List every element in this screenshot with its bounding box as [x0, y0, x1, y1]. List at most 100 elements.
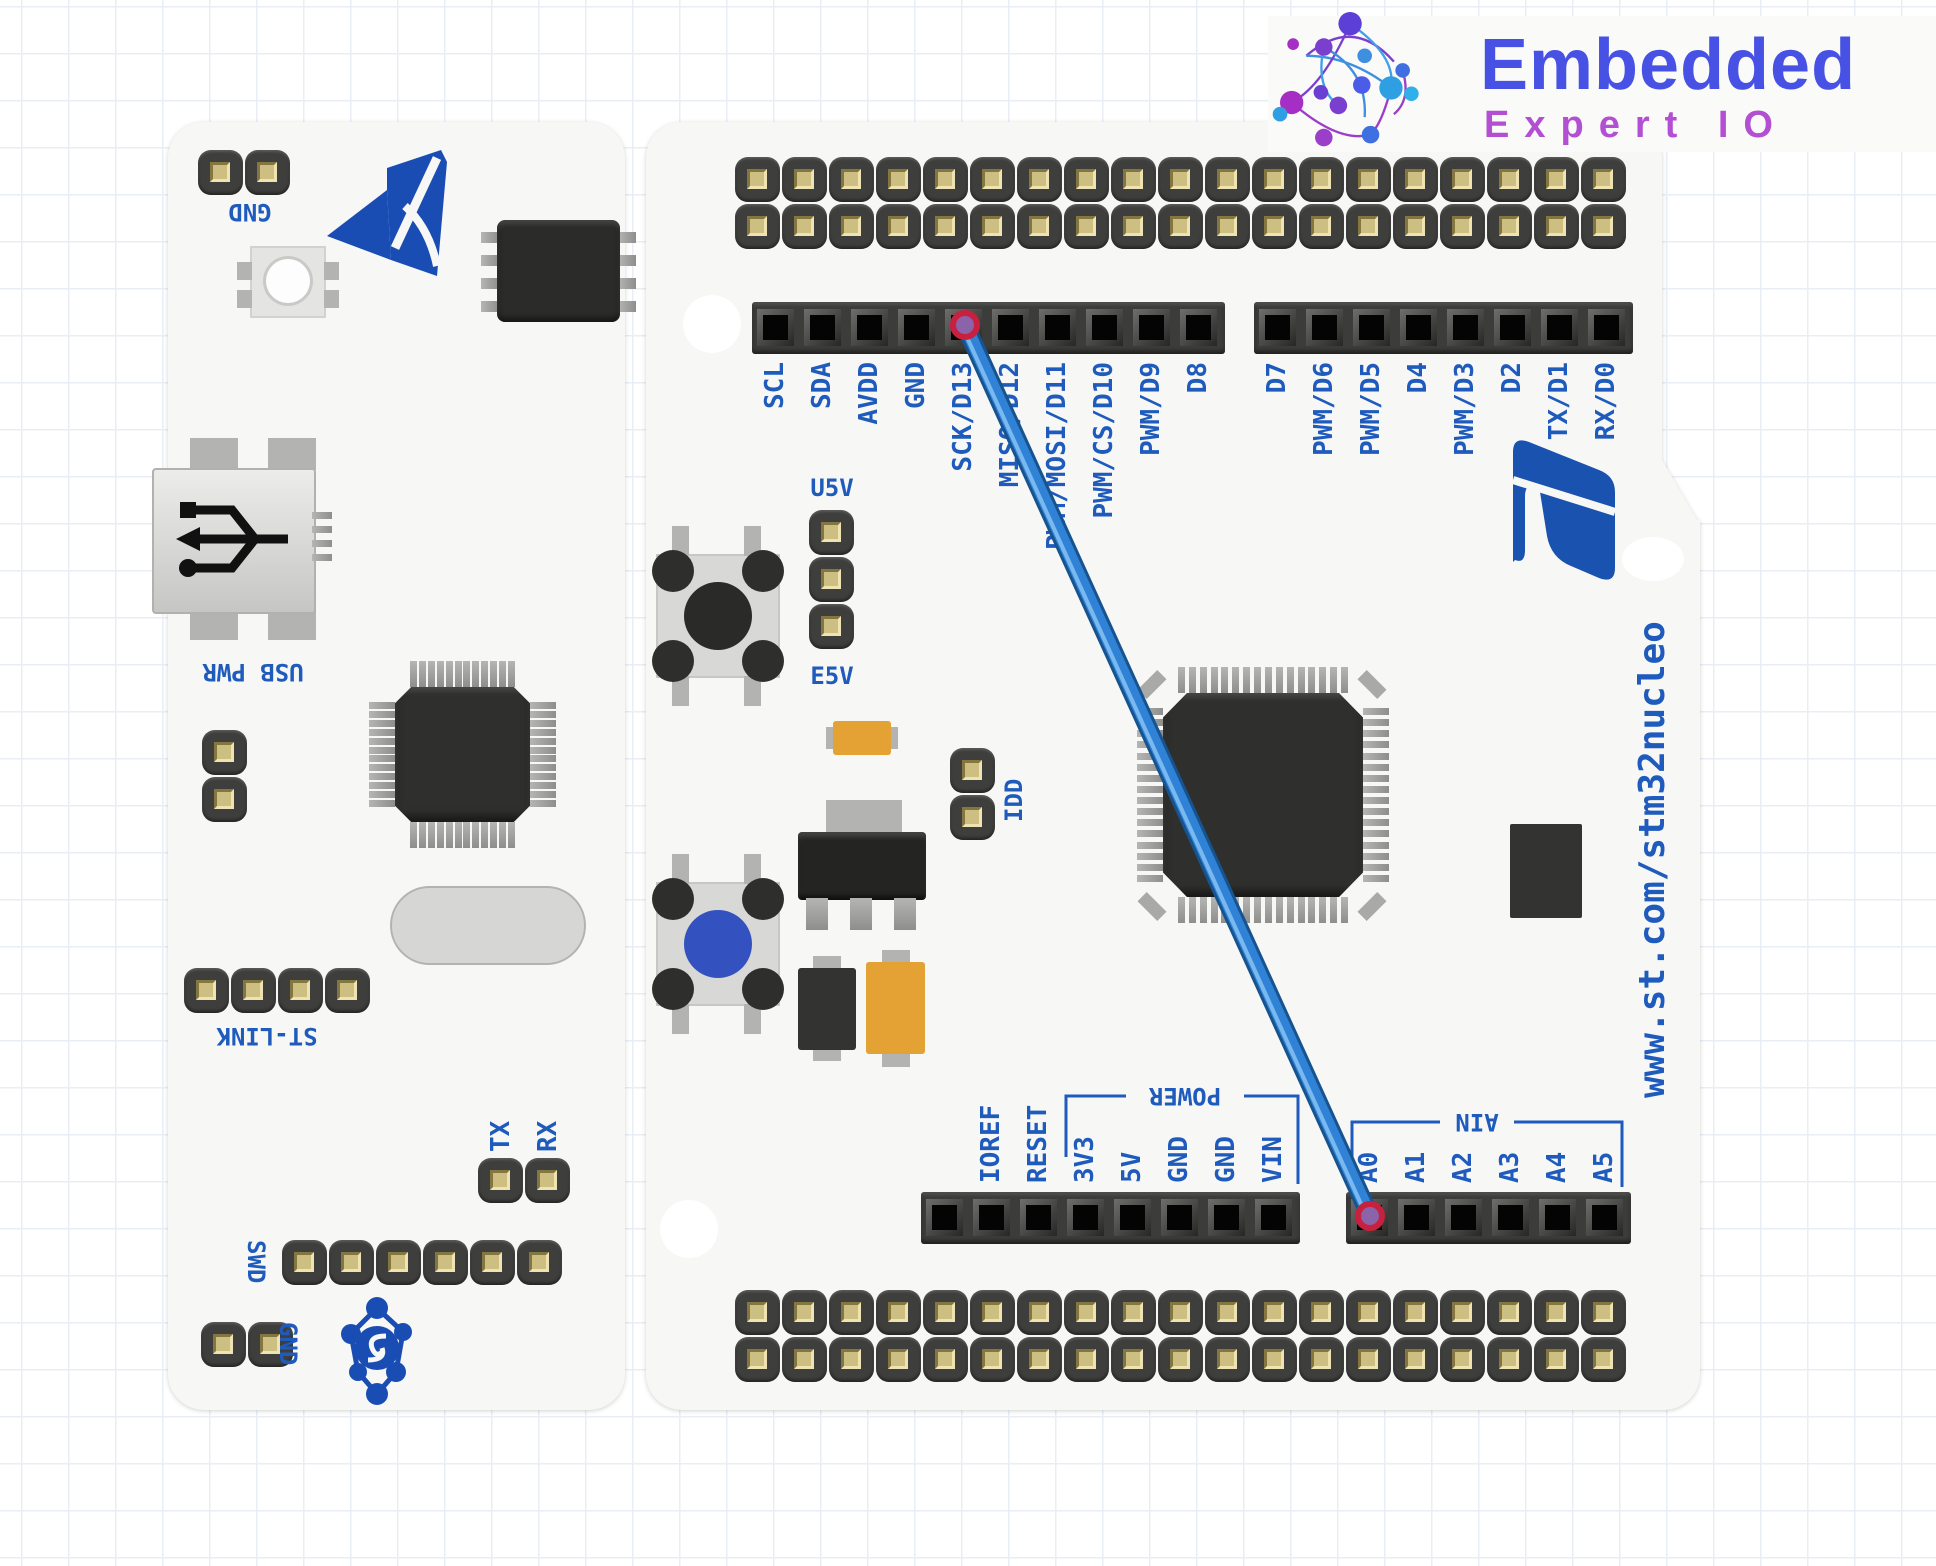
morpho-header-bottom-pin[interactable] — [1487, 1337, 1532, 1382]
morpho-header-top-pin[interactable] — [829, 204, 874, 249]
morpho-header-bottom-pin[interactable] — [782, 1290, 827, 1335]
gnd-top-header-pin[interactable] — [198, 150, 243, 195]
morpho-header-top-pin[interactable] — [1252, 204, 1297, 249]
u5v-e5v-header-pin[interactable] — [809, 510, 854, 555]
morpho-header-bottom-pin[interactable] — [782, 1337, 827, 1382]
morpho-header-top-pin[interactable] — [1487, 157, 1532, 202]
digital-header-left-pin[interactable] — [1133, 309, 1170, 346]
morpho-header-top-pin[interactable] — [1534, 204, 1579, 249]
morpho-header-bottom-pin[interactable] — [1393, 1337, 1438, 1382]
morpho-header-top-pin[interactable] — [876, 204, 921, 249]
analog-header-pin[interactable] — [1586, 1199, 1623, 1236]
morpho-header-top-pin[interactable] — [1205, 204, 1250, 249]
morpho-header-top-pin[interactable] — [1252, 157, 1297, 202]
morpho-header-top-pin[interactable] — [1581, 204, 1626, 249]
digital-header-right-pin[interactable] — [1494, 309, 1531, 346]
analog-header-pin[interactable] — [1539, 1199, 1576, 1236]
morpho-header-bottom-pin[interactable] — [1346, 1337, 1391, 1382]
morpho-header-bottom-pin[interactable] — [1205, 1337, 1250, 1382]
morpho-header-top-pin[interactable] — [1299, 204, 1344, 249]
morpho-header-bottom-pin[interactable] — [1299, 1290, 1344, 1335]
digital-header-right-pin[interactable] — [1447, 309, 1484, 346]
morpho-header-top-pin[interactable] — [970, 157, 1015, 202]
morpho-header-top-pin[interactable] — [1346, 204, 1391, 249]
morpho-header-top-pin[interactable] — [1581, 157, 1626, 202]
power-header-pin[interactable] — [926, 1199, 963, 1236]
morpho-header-bottom-pin[interactable] — [1111, 1290, 1156, 1335]
digital-header-right-pin[interactable] — [1306, 309, 1343, 346]
power-header-pin[interactable] — [1067, 1199, 1104, 1236]
morpho-header-top-pin[interactable] — [1064, 157, 1109, 202]
morpho-header-top-pin[interactable] — [1017, 204, 1062, 249]
morpho-header-bottom-pin[interactable] — [1581, 1290, 1626, 1335]
morpho-header-bottom-pin[interactable] — [876, 1290, 921, 1335]
stlink-header-pin[interactable] — [278, 968, 323, 1013]
morpho-header-top-pin[interactable] — [1393, 157, 1438, 202]
morpho-header-top-pin[interactable] — [970, 204, 1015, 249]
morpho-header-bottom-pin[interactable] — [1440, 1290, 1485, 1335]
morpho-header-top-pin[interactable] — [1393, 204, 1438, 249]
idd-header-pin[interactable] — [950, 795, 995, 840]
morpho-header-bottom-pin[interactable] — [735, 1337, 780, 1382]
morpho-header-top-pin[interactable] — [1111, 157, 1156, 202]
morpho-header-bottom-pin[interactable] — [1205, 1290, 1250, 1335]
morpho-header-bottom-pin[interactable] — [1393, 1290, 1438, 1335]
morpho-header-bottom-pin[interactable] — [1534, 1290, 1579, 1335]
u5v-e5v-header-pin[interactable] — [809, 604, 854, 649]
power-header-pin[interactable] — [973, 1199, 1010, 1236]
morpho-header-top-pin[interactable] — [1064, 204, 1109, 249]
morpho-header-bottom-pin[interactable] — [1581, 1337, 1626, 1382]
morpho-header-bottom-pin[interactable] — [1017, 1337, 1062, 1382]
digital-header-left-pin[interactable] — [851, 309, 888, 346]
gnd-bottom-header-pin[interactable] — [248, 1322, 293, 1367]
morpho-header-bottom-pin[interactable] — [923, 1337, 968, 1382]
morpho-header-bottom-pin[interactable] — [876, 1337, 921, 1382]
power-header-pin[interactable] — [1114, 1199, 1151, 1236]
swd-header-pin[interactable] — [329, 1240, 374, 1285]
stlink-reset-button[interactable] — [237, 246, 339, 318]
wire-endpoint-d13[interactable] — [950, 310, 980, 340]
digital-header-right-pin[interactable] — [1353, 309, 1390, 346]
morpho-header-bottom-pin[interactable] — [1346, 1290, 1391, 1335]
morpho-header-bottom-pin[interactable] — [1158, 1290, 1203, 1335]
morpho-header-bottom-pin[interactable] — [1440, 1337, 1485, 1382]
morpho-header-top-pin[interactable] — [1299, 157, 1344, 202]
morpho-header-top-pin[interactable] — [1158, 157, 1203, 202]
morpho-header-bottom-pin[interactable] — [970, 1337, 1015, 1382]
stlink-header-pin[interactable] — [325, 968, 370, 1013]
blue-tact-button[interactable] — [652, 854, 784, 1034]
morpho-header-top-pin[interactable] — [1346, 157, 1391, 202]
stlink-header-pin[interactable] — [231, 968, 276, 1013]
morpho-header-bottom-pin[interactable] — [923, 1290, 968, 1335]
analog-header-pin[interactable] — [1492, 1199, 1529, 1236]
analog-header-pin[interactable] — [1398, 1199, 1435, 1236]
aux-2pin-header-pin[interactable] — [202, 730, 247, 775]
digital-header-left-pin[interactable] — [804, 309, 841, 346]
morpho-header-bottom-pin[interactable] — [1017, 1290, 1062, 1335]
morpho-header-top-pin[interactable] — [782, 157, 827, 202]
gnd-bottom-header-pin[interactable] — [201, 1322, 246, 1367]
morpho-header-bottom-pin[interactable] — [1487, 1290, 1532, 1335]
morpho-header-top-pin[interactable] — [829, 157, 874, 202]
morpho-header-bottom-pin[interactable] — [1158, 1337, 1203, 1382]
morpho-header-top-pin[interactable] — [735, 157, 780, 202]
digital-header-left-pin[interactable] — [757, 309, 794, 346]
digital-header-right-pin[interactable] — [1400, 309, 1437, 346]
button-cap[interactable] — [684, 582, 752, 650]
digital-header-right-pin[interactable] — [1588, 309, 1625, 346]
power-header-pin[interactable] — [1208, 1199, 1245, 1236]
morpho-header-top-pin[interactable] — [1205, 157, 1250, 202]
morpho-header-top-pin[interactable] — [1158, 204, 1203, 249]
swd-header-pin[interactable] — [470, 1240, 515, 1285]
digital-header-left-pin[interactable] — [1180, 309, 1217, 346]
digital-header-left-pin[interactable] — [1039, 309, 1076, 346]
morpho-header-top-pin[interactable] — [1017, 157, 1062, 202]
button-cap[interactable] — [684, 910, 752, 978]
morpho-header-bottom-pin[interactable] — [1252, 1290, 1297, 1335]
morpho-header-bottom-pin[interactable] — [1299, 1337, 1344, 1382]
morpho-header-bottom-pin[interactable] — [1064, 1337, 1109, 1382]
morpho-header-top-pin[interactable] — [876, 157, 921, 202]
txrx-header-pin[interactable] — [525, 1158, 570, 1203]
black-tact-button[interactable] — [652, 526, 784, 706]
